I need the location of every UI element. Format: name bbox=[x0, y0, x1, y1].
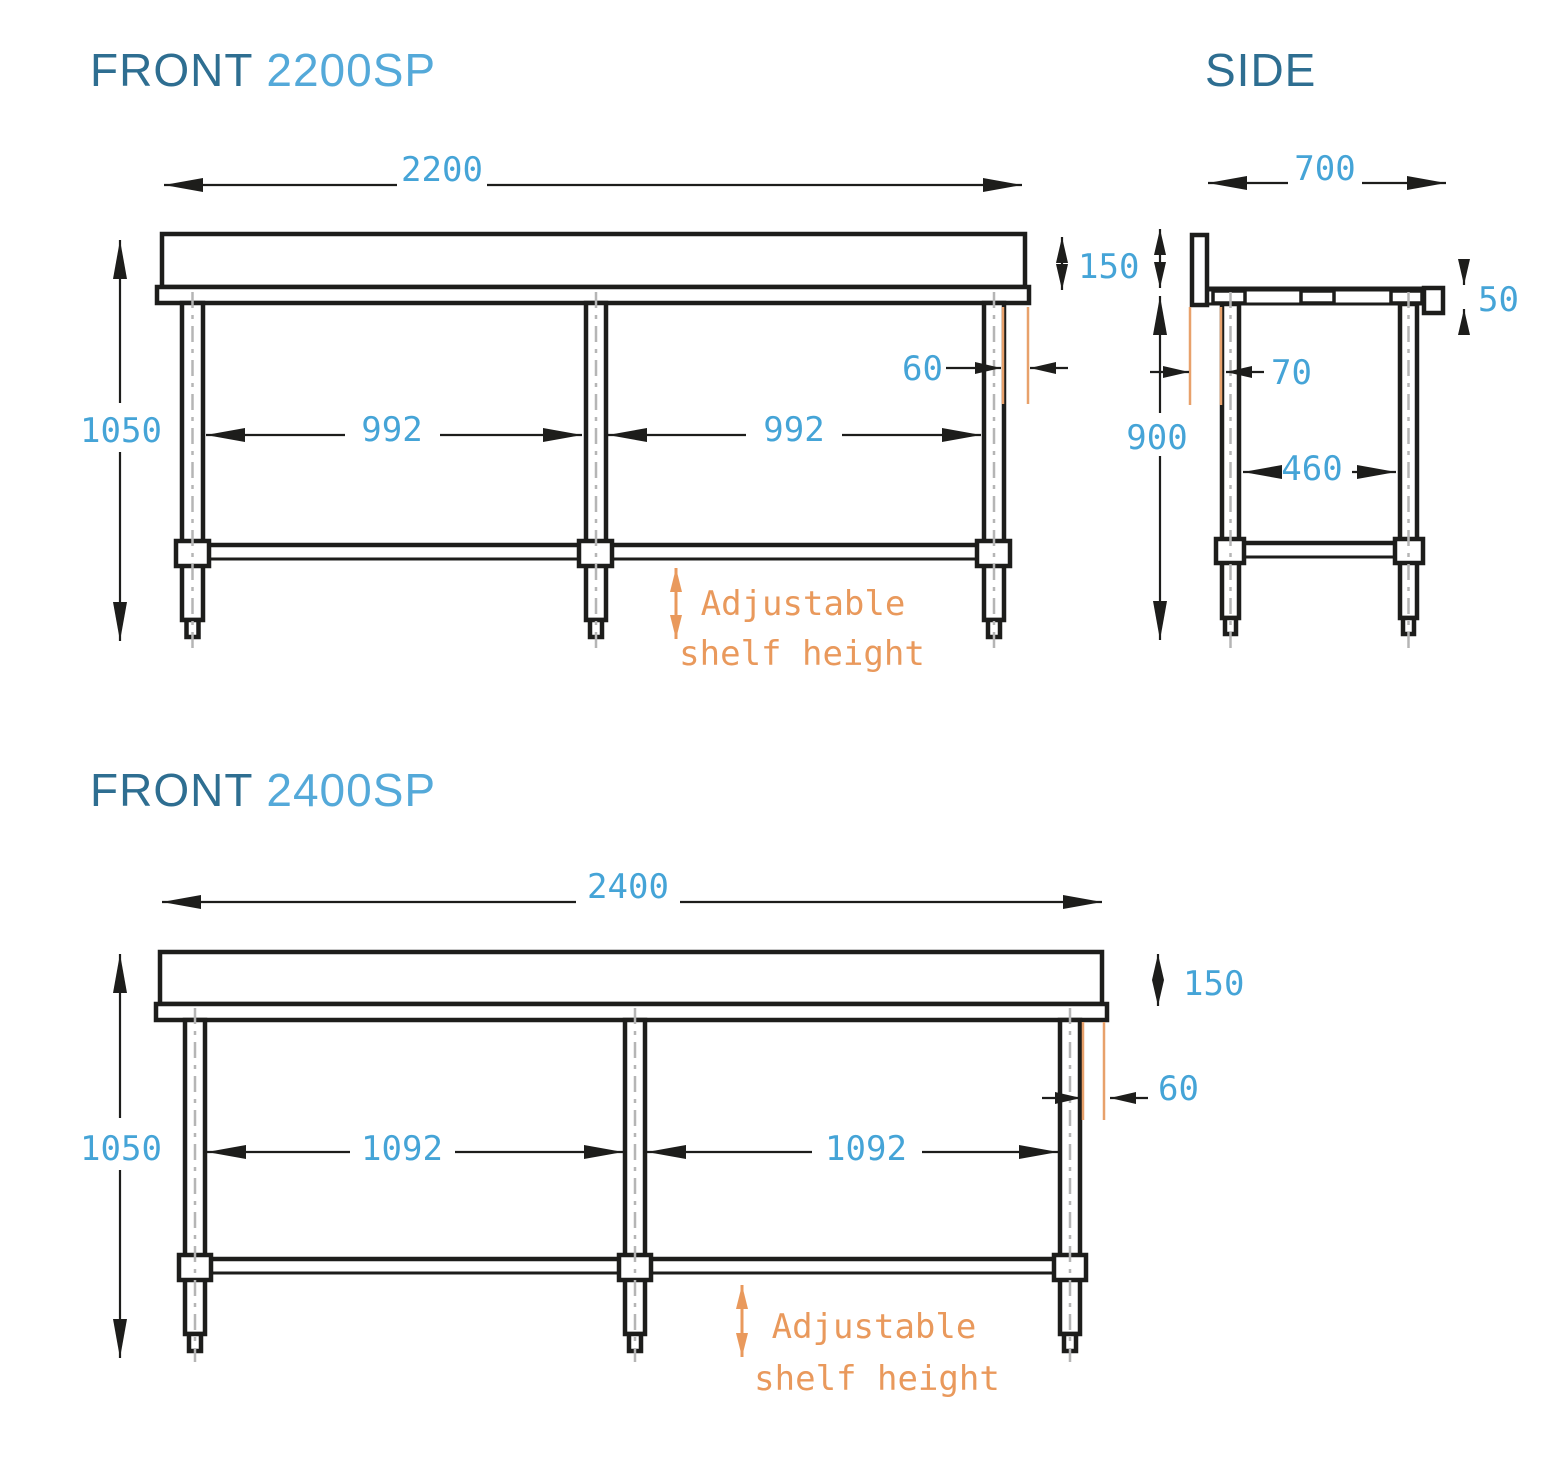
offset-extension-lines bbox=[1188, 307, 1223, 405]
mounting-channel bbox=[1299, 289, 1336, 305]
shelf-note-line1: Adjustable bbox=[701, 584, 906, 624]
view-label: FRONT bbox=[90, 44, 253, 96]
height-dim-text: 1050 bbox=[80, 411, 162, 451]
front-2400-view: 2400 1050 1092 1092 150 60 Adjustable sh… bbox=[80, 867, 1244, 1399]
mounting-channel bbox=[1389, 289, 1424, 305]
model-label: 2200SP bbox=[266, 44, 437, 96]
benchtop-splashback bbox=[157, 949, 1105, 1007]
top-thickness-dim-text: 50 bbox=[1478, 280, 1519, 320]
bay-left-dim-text: 992 bbox=[361, 410, 422, 450]
edge-offset-dim-text: 60 bbox=[902, 349, 943, 389]
adjustable-feet bbox=[184, 617, 1003, 640]
title-front-2400: FRONT 2400SP bbox=[90, 767, 436, 813]
splash-dim-text: 150 bbox=[1078, 247, 1139, 287]
bay-left-dim-text: 1092 bbox=[361, 1129, 443, 1169]
title-side: SIDE bbox=[1205, 47, 1316, 93]
benchtop-splashback bbox=[159, 231, 1028, 290]
height-dim-text: 1050 bbox=[80, 1129, 162, 1169]
bay-right-dim-text: 992 bbox=[763, 410, 824, 450]
back-offset-dim-text: 70 bbox=[1271, 353, 1312, 393]
under-height-dim-text: 900 bbox=[1126, 418, 1187, 458]
bay-right-dim-text: 1092 bbox=[825, 1129, 907, 1169]
side-view: 700 900 50 70 460 bbox=[1126, 149, 1519, 650]
shelf-note-line1: Adjustable bbox=[772, 1307, 977, 1347]
view-label: FRONT bbox=[90, 764, 253, 816]
model-label: 2400SP bbox=[266, 764, 437, 816]
offset-extension-lines bbox=[1001, 307, 1030, 404]
adjustable-feet bbox=[1222, 615, 1417, 637]
splash-dim-text: 150 bbox=[1183, 964, 1244, 1004]
shelf-note-line2: shelf height bbox=[679, 634, 925, 674]
front-edge-profile bbox=[1421, 285, 1446, 316]
front-2200-view: 2200 1050 992 992 150 60 Adjustable shel… bbox=[80, 150, 1139, 674]
depth-dim-text: 700 bbox=[1294, 149, 1355, 189]
leg-gap-dim-text: 460 bbox=[1281, 449, 1342, 489]
leg-centerlines bbox=[191, 292, 996, 648]
leg-centerlines bbox=[1229, 292, 1410, 650]
width-dim-text: 2200 bbox=[401, 150, 483, 190]
shelf-note-line2: shelf height bbox=[754, 1359, 1000, 1399]
leg-centerlines bbox=[193, 1008, 1072, 1362]
title-front-2200: FRONT 2200SP bbox=[90, 47, 436, 93]
view-label: SIDE bbox=[1205, 44, 1317, 96]
adjustable-feet bbox=[186, 1331, 1079, 1354]
width-dim-text: 2400 bbox=[587, 867, 669, 907]
mounting-channel bbox=[1211, 289, 1247, 305]
splashback-profile bbox=[1189, 232, 1210, 308]
edge-offset-dim-text: 60 bbox=[1158, 1069, 1199, 1109]
offset-extension-lines bbox=[1081, 1022, 1106, 1120]
benchtop-edge-band bbox=[154, 284, 1032, 306]
benchtop-edge-band bbox=[153, 1001, 1110, 1023]
